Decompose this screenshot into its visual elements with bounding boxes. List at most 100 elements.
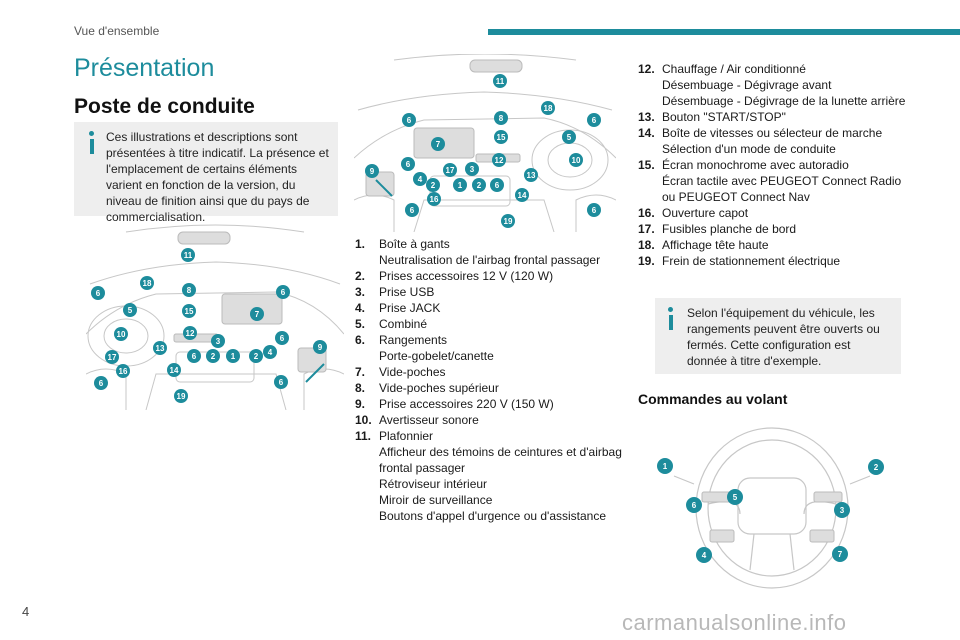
legend-item-text: Prise USB <box>379 285 435 299</box>
svg-text:1: 1 <box>663 462 668 471</box>
svg-text:17: 17 <box>108 353 117 362</box>
legend-item-number: 15. <box>638 158 655 172</box>
legend-item-text: Rangements Porte-gobelet/canette <box>379 333 494 363</box>
steering-wheel-illustration: 1 2 5 6 3 4 7 <box>657 427 884 589</box>
svg-text:6: 6 <box>406 160 411 169</box>
legend-item-text: Écran monochrome avec autoradio Écran ta… <box>662 158 902 204</box>
svg-text:3: 3 <box>216 337 221 346</box>
header-accent-bar <box>488 29 960 35</box>
info-note-text: Selon l'équipement du véhicule, les rang… <box>687 306 880 368</box>
legend-item-number: 5. <box>355 317 366 331</box>
legend-item: 16.Ouverture capot <box>638 205 908 221</box>
legend-item-number: 14. <box>638 126 655 140</box>
legend-item-text: Bouton "START/STOP" <box>662 110 786 124</box>
legend-item-number: 9. <box>355 397 366 411</box>
legend-item-text: Prises accessoires 12 V (120 W) <box>379 269 554 283</box>
legend-item-number: 19. <box>638 254 655 268</box>
svg-text:4: 4 <box>418 175 423 184</box>
svg-text:9: 9 <box>318 343 323 352</box>
svg-text:1: 1 <box>231 352 236 361</box>
legend-item-text: Boîte à gants Neutralisation de l'airbag… <box>379 237 601 267</box>
svg-text:6: 6 <box>281 288 286 297</box>
svg-text:6: 6 <box>592 116 597 125</box>
svg-text:18: 18 <box>143 279 152 288</box>
watermark: carmanualsonline.info <box>622 610 847 635</box>
legend-item: 3.Prise USB <box>355 284 625 300</box>
info-icon-bar <box>669 315 673 330</box>
svg-text:6: 6 <box>96 289 101 298</box>
legend-item-text: Plafonnier Afficheur des témoins de cein… <box>379 429 622 523</box>
legend-item-number: 1. <box>355 237 366 251</box>
svg-text:7: 7 <box>838 550 843 559</box>
info-note-illustrations: Ces illustrations et descriptions sont p… <box>74 122 338 224</box>
pointer-line <box>375 179 393 197</box>
legend-item-text: Boîte de vitesses ou sélecteur de marche… <box>662 126 883 156</box>
svg-text:2: 2 <box>874 463 879 472</box>
svg-text:14: 14 <box>170 366 179 375</box>
svg-text:3: 3 <box>470 165 475 174</box>
legend-item: 5. Combiné <box>355 316 625 332</box>
page-number: 4 <box>22 604 30 619</box>
legend-list-12-19: 12. Chauffage / Air conditionné Désembuag… <box>638 61 908 269</box>
info-icon <box>89 131 94 136</box>
svg-text:19: 19 <box>177 392 186 401</box>
svg-text:3: 3 <box>840 506 845 515</box>
svg-text:6: 6 <box>407 116 412 125</box>
svg-text:6: 6 <box>410 206 415 215</box>
svg-text:6: 6 <box>495 181 500 190</box>
legend-item: 6. Rangements Porte-gobelet/canette <box>355 332 625 364</box>
svg-text:6: 6 <box>280 334 285 343</box>
svg-text:5: 5 <box>733 493 738 502</box>
legend-item-number: 11. <box>355 429 372 443</box>
page-title: Présentation <box>74 54 215 82</box>
svg-text:18: 18 <box>544 104 553 113</box>
info-icon-bar <box>90 139 94 154</box>
svg-text:8: 8 <box>187 286 192 295</box>
legend-list-1-11: 1. Boîte à gants Neutralisation de l'airb… <box>355 236 625 524</box>
legend-item-text: Vide-poches supérieur <box>379 381 499 395</box>
svg-text:17: 17 <box>446 166 455 175</box>
info-note-text: Ces illustrations et descriptions sont p… <box>106 130 329 224</box>
legend-item: 18.Affichage tête haute <box>638 237 908 253</box>
svg-text:2: 2 <box>211 352 216 361</box>
legend-item-text: Vide-poches <box>379 365 446 379</box>
legend-item-number: 13. <box>638 110 655 124</box>
legend-item: 13. Bouton "START/STOP" <box>638 109 908 125</box>
legend-item-text: Combiné <box>379 317 428 331</box>
svg-text:5: 5 <box>128 306 133 315</box>
legend-item-number: 12. <box>638 62 655 76</box>
svg-text:2: 2 <box>431 181 436 190</box>
subsection-title: Commandes au volant <box>638 391 788 407</box>
svg-text:12: 12 <box>495 156 504 165</box>
svg-text:5: 5 <box>567 133 572 142</box>
legend-item-number: 6. <box>355 333 366 347</box>
svg-text:13: 13 <box>156 344 165 353</box>
svg-text:11: 11 <box>496 77 505 86</box>
legend-item-text: Prise accessoires 220 V (150 W) <box>379 397 554 411</box>
section-title: Poste de conduite <box>74 95 255 118</box>
legend-item-number: 17. <box>638 222 655 236</box>
legend-item: 11. Plafonnier Afficheur des témoins de c… <box>355 428 625 524</box>
svg-text:16: 16 <box>430 195 439 204</box>
svg-text:11: 11 <box>184 251 193 260</box>
legend-item-text: Chauffage / Air conditionné Désembuage -… <box>662 62 906 108</box>
pointer-line <box>305 363 325 383</box>
legend-item: 8.Vide-poches supérieur <box>355 380 625 396</box>
svg-text:6: 6 <box>279 378 284 387</box>
svg-text:1: 1 <box>458 181 463 190</box>
svg-text:12: 12 <box>186 329 195 338</box>
legend-item-number: 10. <box>355 413 372 427</box>
legend-item: 9. Prise accessoires 220 V (150 W) <box>355 396 625 412</box>
legend-item: 10. Avertisseur sonore <box>355 412 625 428</box>
legend-item-text: Affichage tête haute <box>662 238 769 252</box>
legend-item-number: 4. <box>355 301 366 315</box>
legend-item-text: Ouverture capot <box>662 206 749 220</box>
svg-text:6: 6 <box>99 379 104 388</box>
svg-text:15: 15 <box>497 133 506 142</box>
svg-text:10: 10 <box>117 330 126 339</box>
legend-item-text: Avertisseur sonore <box>379 413 479 427</box>
svg-text:6: 6 <box>592 206 597 215</box>
legend-item: 2.Prises accessoires 12 V (120 W) <box>355 268 625 284</box>
legend-item: 19.Frein de stationnement électrique <box>638 253 908 269</box>
svg-text:14: 14 <box>518 191 527 200</box>
